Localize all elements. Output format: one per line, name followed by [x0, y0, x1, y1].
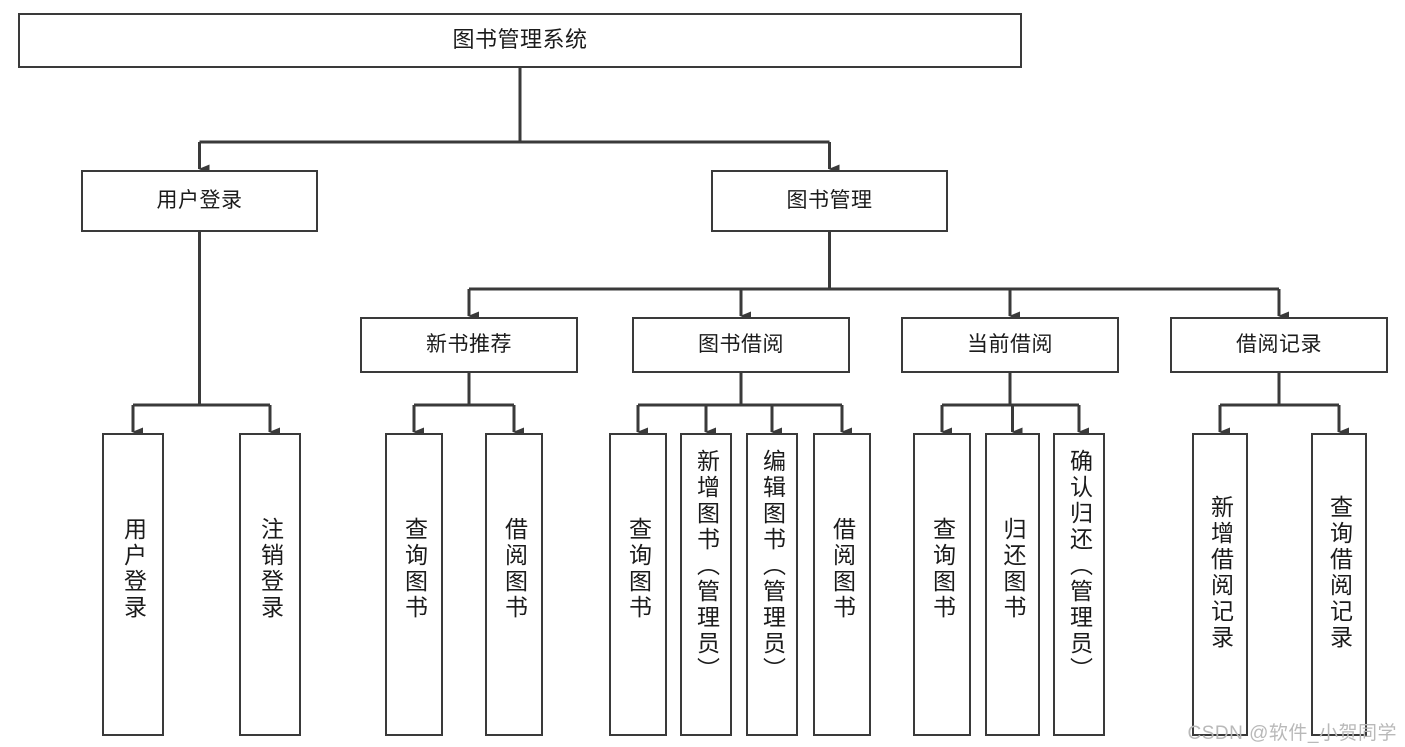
node-borrow-record[interactable]: 借阅记录	[1170, 317, 1388, 373]
node-leaf-add-book-admin[interactable]: 新增图书（管理员）	[680, 433, 732, 736]
node-leaf-query-book-c[interactable]: 查询图书	[913, 433, 971, 736]
node-user-login[interactable]: 用户登录	[81, 170, 318, 232]
node-label-leaf-query-book-b: 查询图书	[625, 517, 652, 621]
node-root[interactable]: 图书管理系统	[18, 13, 1022, 68]
node-leaf-return-book[interactable]: 归还图书	[985, 433, 1040, 736]
node-label-current-borrow: 当前借阅	[967, 333, 1053, 357]
node-label-borrow-record: 借阅记录	[1236, 333, 1322, 357]
node-label-leaf-query-book-c: 查询图书	[929, 517, 956, 621]
node-label-leaf-logout: 注销登录	[257, 517, 284, 621]
node-label-leaf-borrow-book-b: 借阅图书	[829, 517, 856, 621]
node-leaf-user-login[interactable]: 用户登录	[102, 433, 164, 736]
node-label-book-manage: 图书管理	[786, 189, 873, 213]
node-new-book-recommend[interactable]: 新书推荐	[360, 317, 578, 373]
node-label-leaf-edit-book-admin: 编辑图书（管理员）	[759, 449, 786, 683]
node-label-leaf-return-book: 归还图书	[1000, 517, 1026, 621]
node-leaf-query-book-a[interactable]: 查询图书	[385, 433, 443, 736]
node-label-leaf-add-borrow-record: 新增借阅记录	[1207, 495, 1234, 651]
node-label-leaf-query-borrow-record: 查询借阅记录	[1326, 495, 1353, 651]
node-label-root: 图书管理系统	[452, 27, 588, 53]
node-label-leaf-borrow-book-a: 借阅图书	[501, 517, 528, 621]
node-leaf-confirm-return-admin[interactable]: 确认归还（管理员）	[1053, 433, 1105, 736]
node-label-book-borrow: 图书借阅	[698, 333, 784, 357]
node-leaf-query-borrow-record[interactable]: 查询借阅记录	[1311, 433, 1367, 736]
csdn-watermark: CSDN @软件_小贺同学	[1187, 723, 1397, 744]
node-leaf-borrow-book-a[interactable]: 借阅图书	[485, 433, 543, 736]
node-book-manage[interactable]: 图书管理	[711, 170, 948, 232]
node-leaf-add-borrow-record[interactable]: 新增借阅记录	[1192, 433, 1248, 736]
node-leaf-borrow-book-b[interactable]: 借阅图书	[813, 433, 871, 736]
node-book-borrow[interactable]: 图书借阅	[632, 317, 850, 373]
node-label-user-login: 用户登录	[156, 189, 243, 213]
node-current-borrow[interactable]: 当前借阅	[901, 317, 1119, 373]
node-label-new-book-recommend: 新书推荐	[426, 333, 512, 357]
node-label-leaf-confirm-return-admin: 确认归还（管理员）	[1066, 449, 1093, 683]
node-label-leaf-add-book-admin: 新增图书（管理员）	[693, 449, 720, 683]
node-leaf-query-book-b[interactable]: 查询图书	[609, 433, 667, 736]
node-label-leaf-query-book-a: 查询图书	[401, 517, 428, 621]
node-label-leaf-user-login: 用户登录	[120, 517, 147, 621]
node-leaf-logout[interactable]: 注销登录	[239, 433, 301, 736]
node-leaf-edit-book-admin[interactable]: 编辑图书（管理员）	[746, 433, 798, 736]
